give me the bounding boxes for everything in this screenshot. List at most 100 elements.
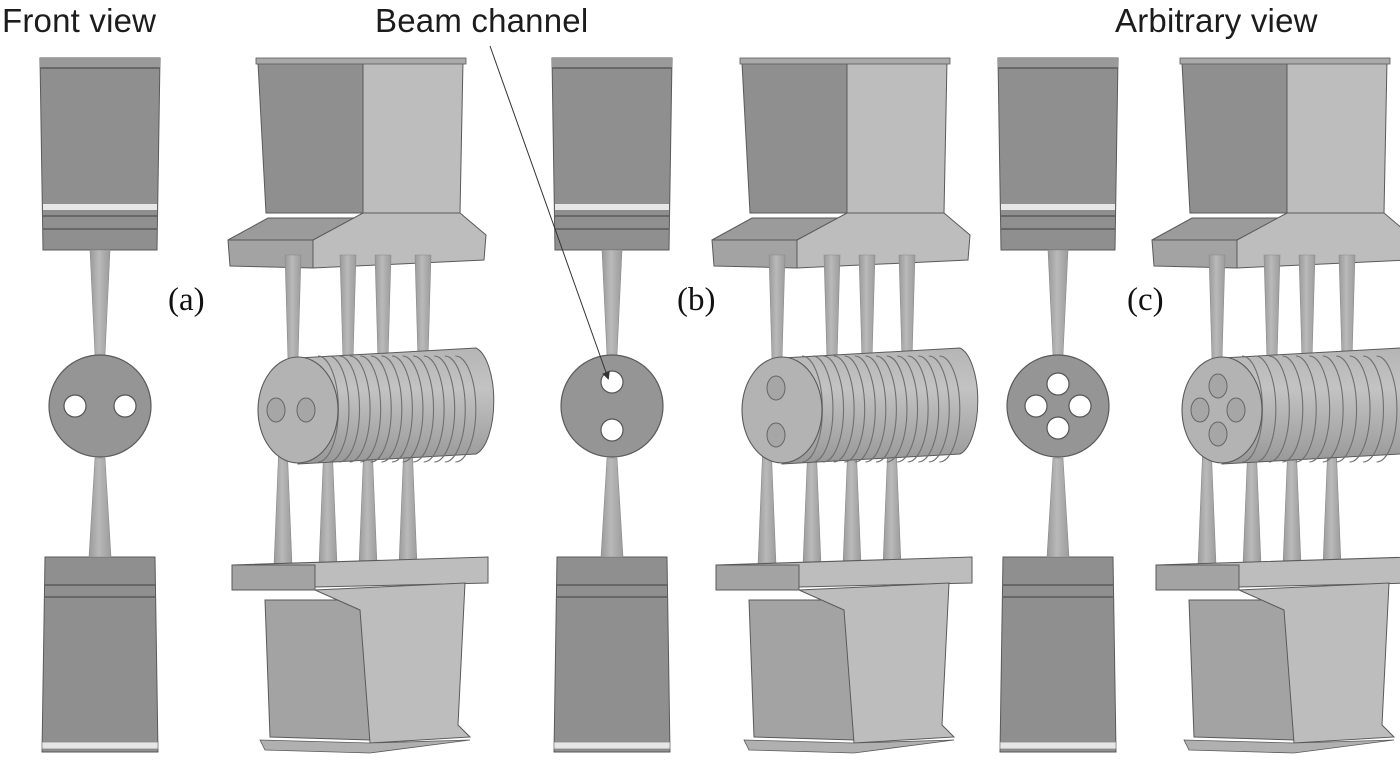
panel-c-ring (1376, 355, 1398, 463)
panel-b-ring (907, 355, 929, 463)
panel-c-top-electrode-column-right-face (1286, 60, 1388, 214)
panel-a-bottom-electrode-base (259, 739, 471, 754)
panel-c-top-electrode-top-rim (1179, 57, 1391, 65)
panel-c-cylinder-body (1221, 347, 1400, 465)
panel-c-top-electrode-column-left-face (1181, 62, 1288, 214)
panel-b-top-electrode-top-rim (739, 57, 951, 65)
panel-b-cylinder-stack (741, 347, 979, 465)
panel-c-top-electrode-block (997, 57, 1119, 251)
beam-channel-arrow (489, 45, 610, 380)
panel-a-top-electrode-top-rim (255, 57, 467, 65)
panel-a-disk (48, 354, 152, 458)
beam-channel-hole (266, 397, 286, 423)
panel-b-top-stem (601, 249, 623, 356)
panel-a-ring (444, 355, 466, 463)
panel-label-c: (c) (1127, 282, 1164, 318)
panel-b-top-electrode-flange-right (796, 212, 971, 269)
panel-b-top-electrode-block (551, 57, 673, 251)
panel-b-bottom-electrode-base (743, 739, 955, 754)
panel-c-bottom-electrode-column-left-face (1188, 599, 1295, 741)
beam-channel-hole (1208, 421, 1228, 447)
panel-label-b: (b) (677, 282, 716, 318)
panel-c-ring (1336, 355, 1358, 463)
panel-b-top-electrode-highlight-band (555, 204, 669, 210)
panel-b-ring (939, 355, 961, 463)
panel-a-bottom-stem (88, 457, 112, 558)
panel-c-top-stem-3 (1298, 254, 1316, 361)
panel-b-cylinder-end-face (741, 356, 823, 464)
panel-c-arbitrary-view (1151, 57, 1400, 754)
panel-a-bottom-electrode-base-band (41, 741, 159, 750)
panel-a-top-stem-1 (284, 254, 302, 361)
panel-c-cylinder-end-face (1181, 356, 1263, 464)
panel-a-top-electrode-highlight-band (43, 204, 157, 210)
panel-a-ring (339, 355, 361, 463)
beam-channel-hole (1208, 373, 1228, 399)
panel-b-bottom-stem-2 (802, 454, 822, 566)
panel-a-bottom-stem-2 (318, 454, 338, 566)
panel-a-ring (402, 355, 424, 463)
panel-b-ring (918, 355, 940, 463)
beam-channel-hole (1046, 372, 1070, 396)
panel-c-bottom-electrode-block (999, 556, 1117, 753)
arbitrary-view-header: Arbitrary view (1115, 2, 1318, 39)
panel-a-top-stem-4 (414, 254, 432, 361)
panel-a-top-stem-3 (374, 254, 392, 361)
beam-channel-hole (1226, 397, 1246, 423)
panel-a-top-stem-2 (339, 254, 357, 361)
panel-a-bottom-stem-1 (273, 454, 293, 566)
panel-c-top-electrode-highlight-band (1001, 204, 1115, 210)
panel-a-bottom-electrode-block (41, 556, 159, 753)
panel-a-ring (455, 355, 477, 463)
beam-channel-hole (1190, 397, 1210, 423)
panel-b-top-stem-2 (823, 254, 841, 361)
front-view-header: Front view (2, 2, 157, 39)
panel-b-bottom-stem-3 (842, 454, 862, 566)
panel-b-ring (886, 355, 908, 463)
panel-b-ring (844, 355, 866, 463)
beam-channel-hole (766, 422, 786, 448)
panel-c-cylinder-stack (1181, 347, 1400, 465)
panel-b-bottom-electrode-flange-front (715, 564, 800, 591)
panel-b-ring (875, 355, 897, 463)
panel-a-ring (423, 355, 445, 463)
panel-b-ring (897, 355, 919, 463)
beam-channel-hole (1024, 394, 1048, 418)
panel-c-ring (1268, 355, 1290, 463)
panel-b-bottom-stem (600, 457, 624, 558)
panel-c-top-electrode-flange-right (1236, 212, 1400, 269)
panel-a-arbitrary-view (227, 57, 495, 754)
panel-a-top-electrode-block (39, 57, 161, 251)
panel-b-arbitrary-view (711, 57, 979, 754)
panel-c-ring (1363, 355, 1385, 463)
panel-b-ring (865, 355, 887, 463)
panel-c-ring (1349, 355, 1371, 463)
beam-channel-hole (1068, 394, 1092, 418)
beam-channel-hole (766, 375, 786, 401)
panel-c-bottom-electrode-base (1183, 739, 1395, 754)
panel-c-top-stem-1 (1208, 254, 1226, 361)
panel-c-ring (1309, 355, 1331, 463)
panel-b-ring (854, 355, 876, 463)
panel-a-bottom-electrode-flange-front (231, 564, 316, 591)
beam-channel-hole (1046, 416, 1070, 440)
panel-c-top-stem-2 (1263, 254, 1281, 361)
panel-a-top-electrode-flange-right (312, 212, 487, 269)
panel-b-bottom-electrode-base-band (553, 741, 671, 750)
panel-b-top-stem-3 (858, 254, 876, 361)
panel-c-ring (1282, 355, 1304, 463)
panel-a-bottom-stem-4 (398, 454, 418, 566)
panel-a-bottom-electrode-column-right-face (314, 582, 472, 744)
panel-b-bottom-stem-4 (882, 454, 902, 566)
panel-a-ring (413, 355, 435, 463)
panel-a-top-electrode-column-right-face (362, 60, 464, 214)
panel-a-bottom-electrode-column-left-face (264, 599, 371, 741)
panel-c-bottom-stem-3 (1282, 454, 1302, 566)
panel-a-ring (391, 355, 413, 463)
panel-a-front-view (39, 57, 161, 753)
panel-b-bottom-stem-1 (757, 454, 777, 566)
panel-b-top-stem-4 (898, 254, 916, 361)
panel-c-bottom-stem-1 (1197, 454, 1217, 566)
beam-channel-hole (113, 394, 137, 418)
